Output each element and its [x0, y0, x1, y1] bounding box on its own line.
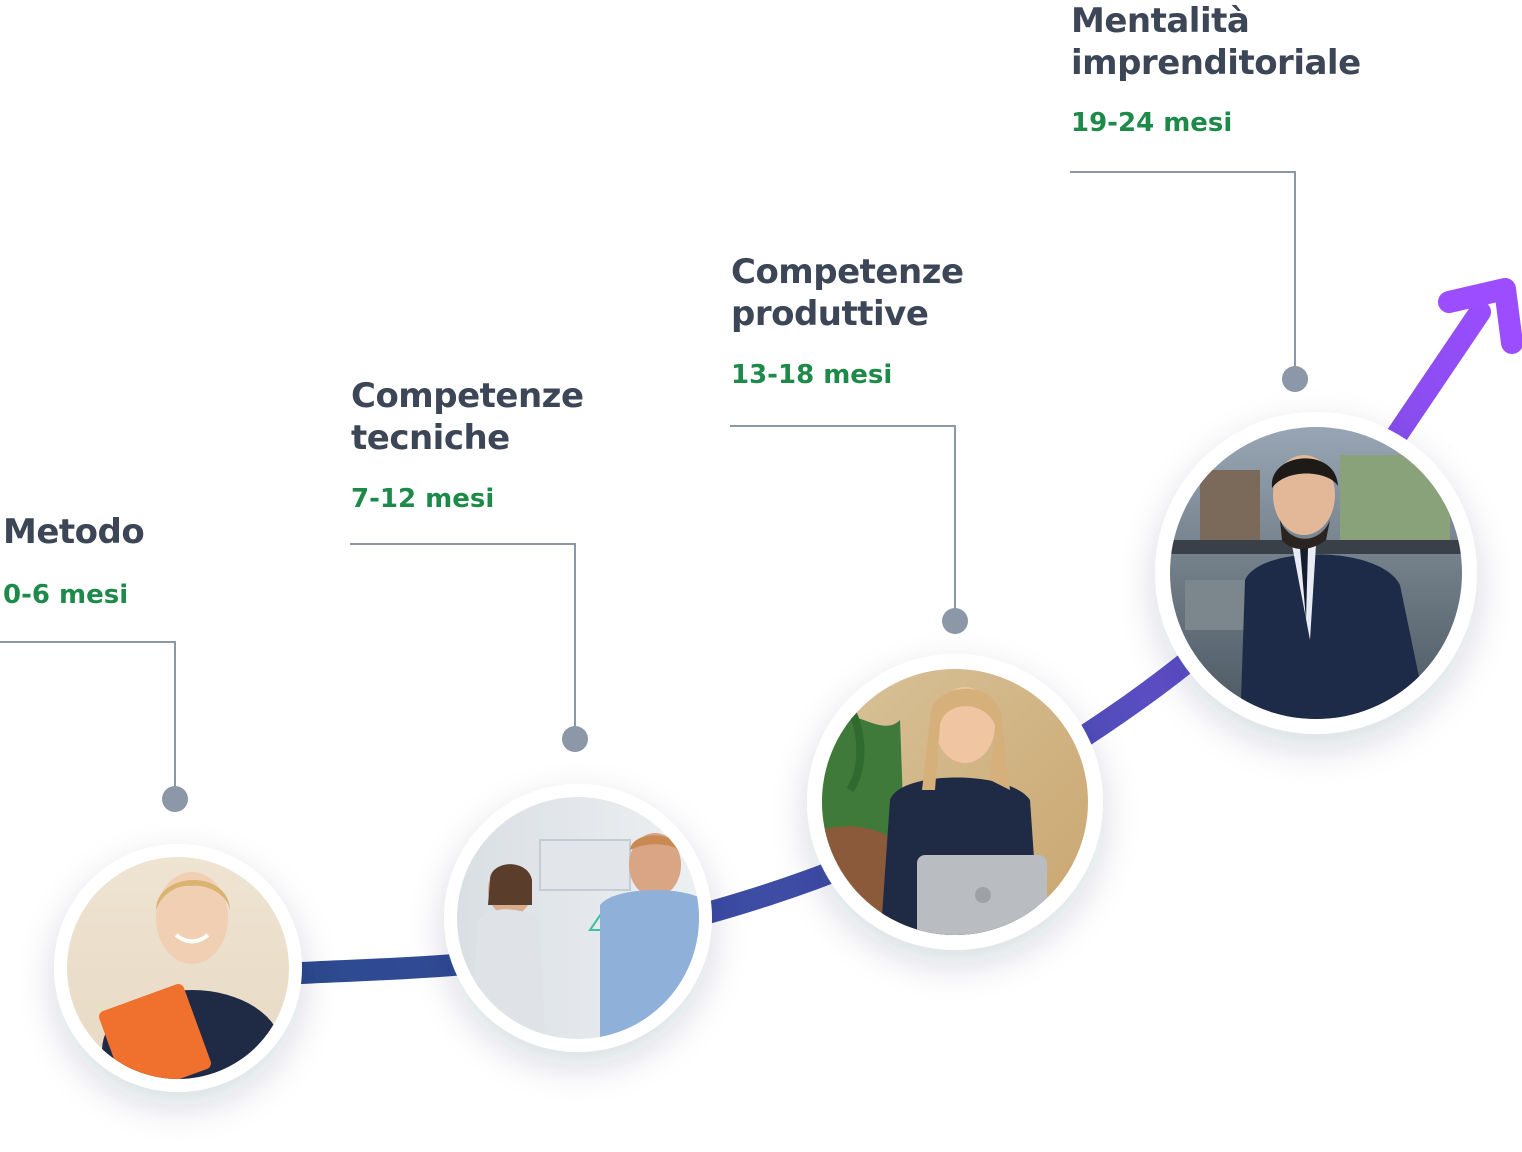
step-photo-competenze-produttive [807, 654, 1103, 950]
step-title-1: Metodo [3, 511, 145, 553]
step-title-2-line-2: tecniche [351, 418, 510, 458]
step-title-3-line-2: produttive [731, 294, 929, 334]
step-title-2: Competenze tecniche [351, 375, 584, 459]
step-title-4-line-2: imprenditoriale [1071, 43, 1361, 83]
step-title-4-line-1: Mentalità [1071, 1, 1250, 41]
connector-dot-3 [942, 608, 968, 634]
step-period-4: 19-24 mesi [1071, 108, 1233, 138]
step-period-3: 13-18 mesi [731, 360, 893, 390]
step-title-3: Competenze produttive [731, 251, 964, 335]
connector-line-1 [0, 641, 176, 790]
step-title-2-line-1: Competenze [351, 376, 584, 416]
arrow-up-right-icon [1438, 278, 1522, 354]
step-photo-mentalita-imprenditoriale [1155, 412, 1477, 734]
connector-dot-1 [162, 786, 188, 812]
step-period-2: 7-12 mesi [351, 484, 495, 514]
connector-dot-2 [562, 726, 588, 752]
connector-line-2 [350, 543, 576, 730]
connector-dot-4 [1282, 366, 1308, 392]
step-photo-competenze-tecniche [444, 784, 712, 1052]
connector-line-4 [1070, 171, 1296, 370]
connector-line-3 [730, 425, 956, 612]
step-photo-metodo [54, 844, 302, 1092]
step-title-3-line-1: Competenze [731, 252, 964, 292]
step-title-1-line-1: Metodo [3, 512, 145, 552]
step-title-4: Mentalità imprenditoriale [1071, 0, 1361, 84]
step-period-1: 0-6 mesi [3, 580, 129, 610]
